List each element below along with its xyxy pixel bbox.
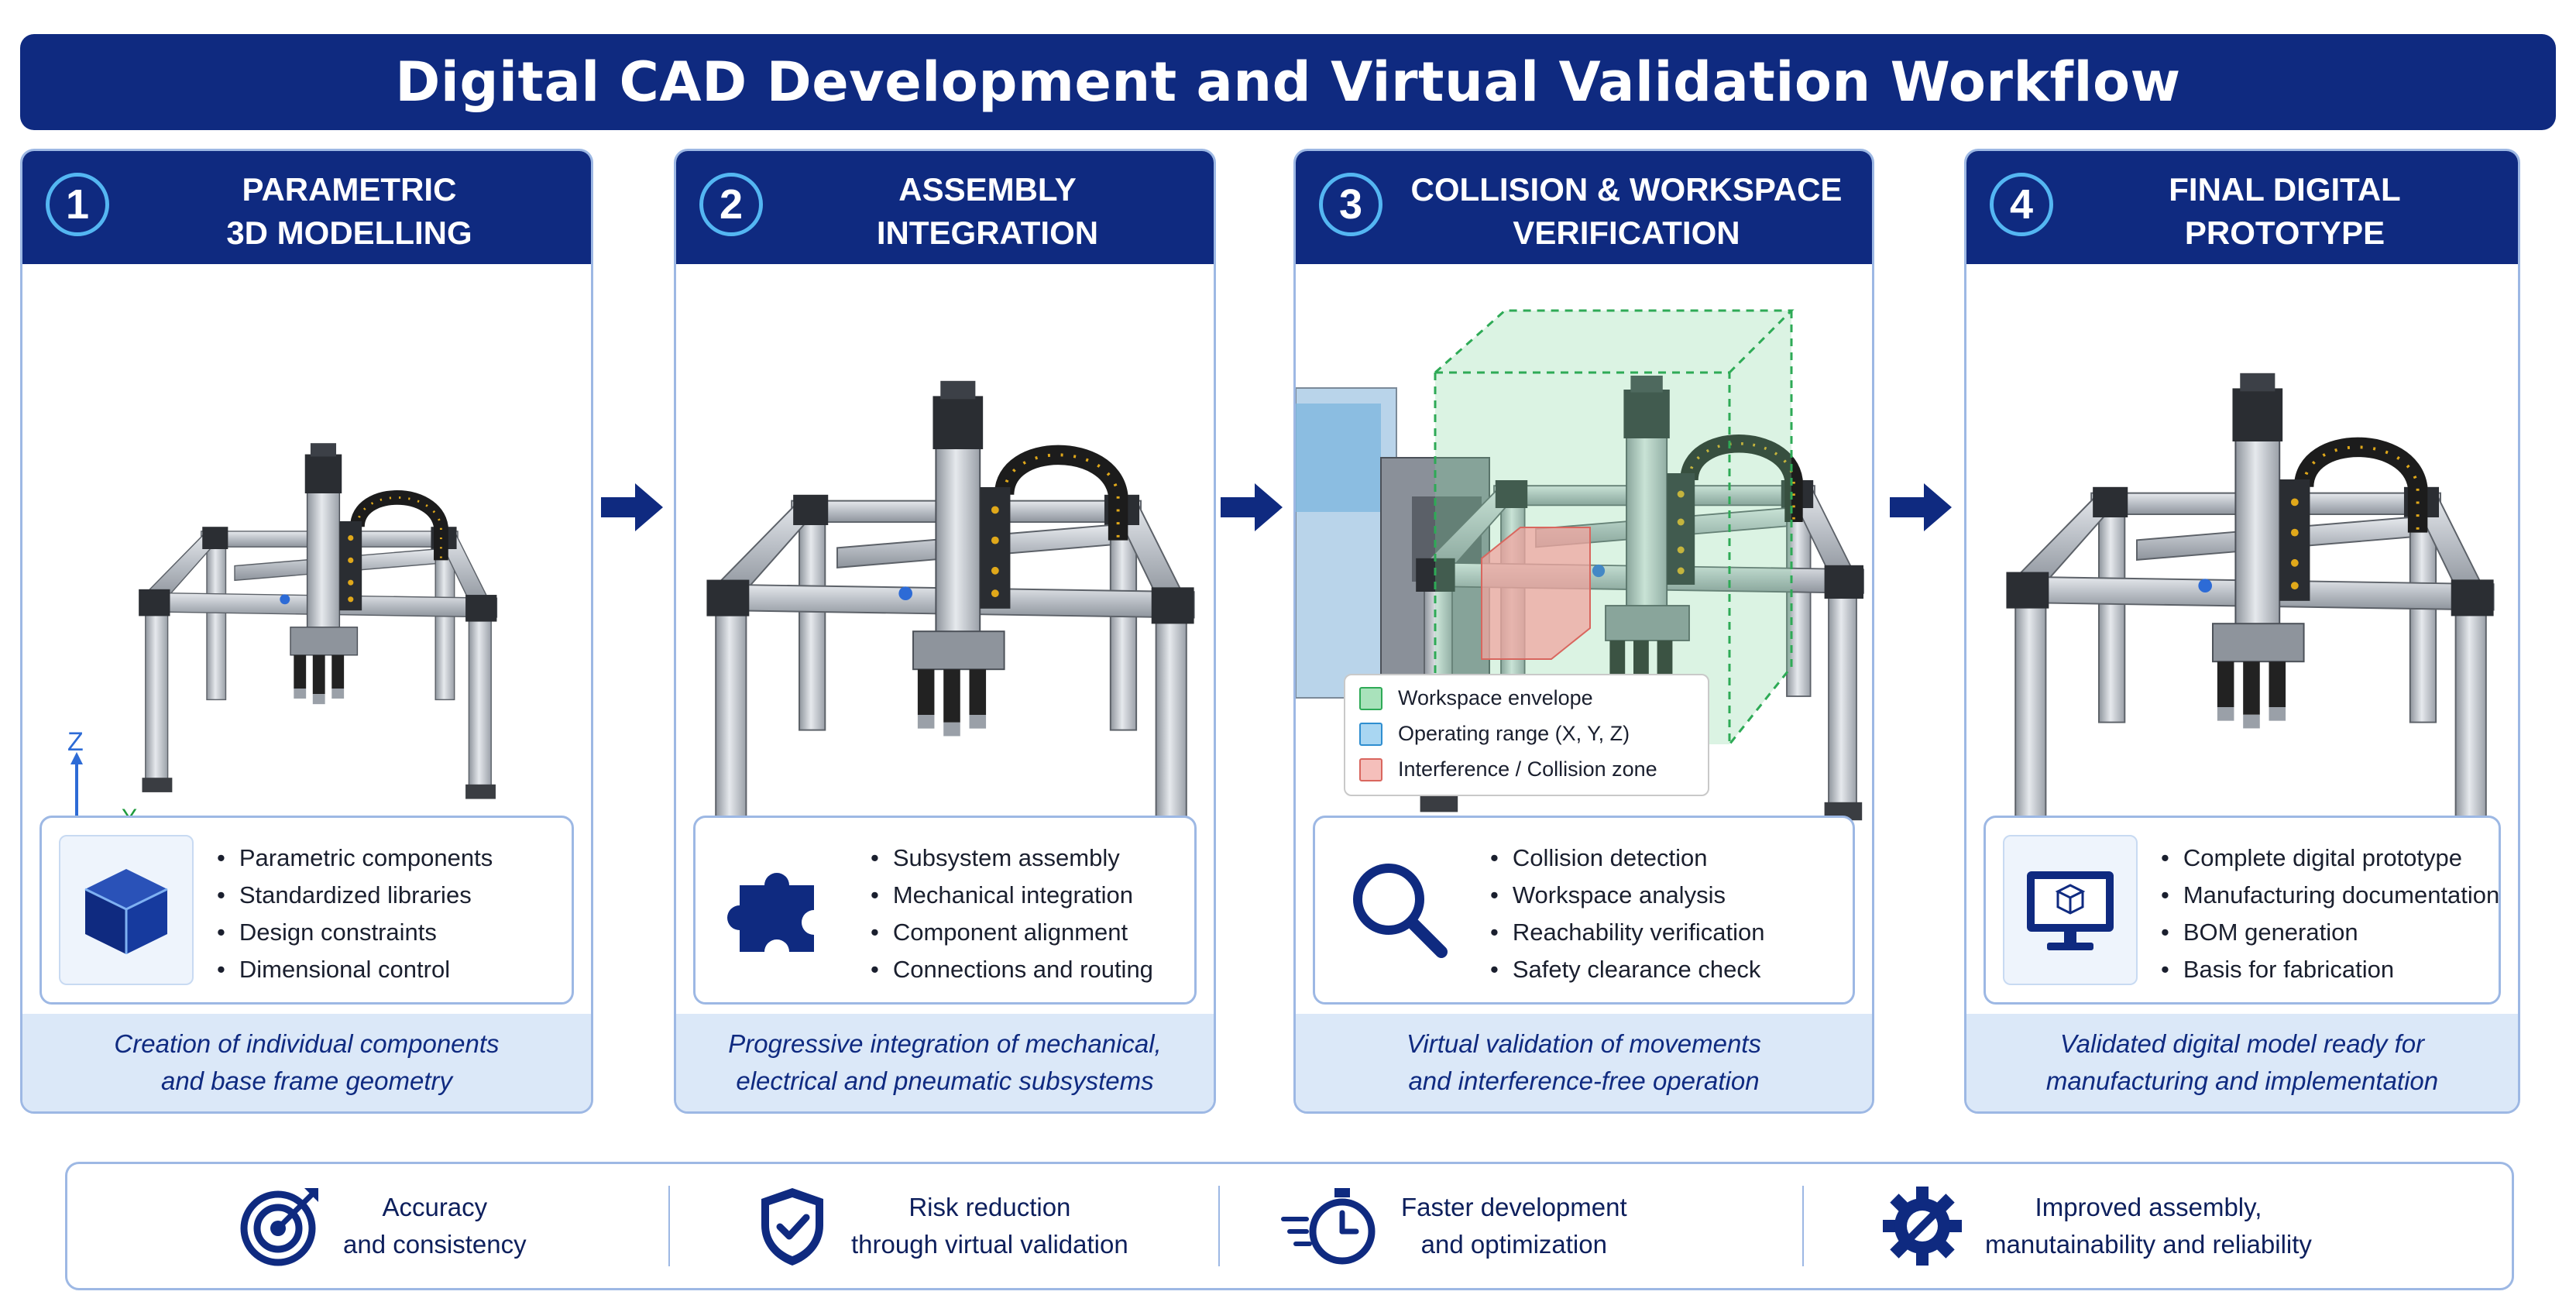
step-header: 3 COLLISION & WORKSPACE VERIFICATION bbox=[1296, 151, 1872, 264]
legend-item: Operating range (X, Y, Z) bbox=[1359, 722, 1630, 746]
step-number-badge: 2 bbox=[699, 173, 763, 236]
list-item: Mechanical integration bbox=[871, 877, 1153, 914]
legend-label: Workspace envelope bbox=[1398, 686, 1593, 709]
feature-box: Parametric components Standardized libra… bbox=[39, 816, 574, 1005]
feature-box: Subsystem assembly Mechanical integratio… bbox=[693, 816, 1197, 1005]
legend-swatch-blue bbox=[1359, 722, 1382, 746]
step-title: ASSEMBLY INTEGRATION bbox=[876, 171, 1099, 251]
step-number-badge: 4 bbox=[1990, 173, 2053, 236]
feature-box: Collision detection Workspace analysis R… bbox=[1313, 816, 1855, 1005]
legend-label: Interference / Collision zone bbox=[1398, 757, 1657, 781]
list-item: Design constraints bbox=[217, 914, 493, 951]
step-card-4: 4 FINAL DIGITAL PROTOTYPE Complete digit… bbox=[1964, 149, 2520, 1114]
shield-check-icon bbox=[761, 1188, 823, 1266]
legend-label: Operating range (X, Y, Z) bbox=[1398, 722, 1630, 745]
list-item: Standardized libraries bbox=[217, 877, 493, 914]
monitor-icon bbox=[2003, 835, 2138, 985]
step-caption: Creation of individual components and ba… bbox=[114, 1029, 500, 1095]
list-item: Connections and routing bbox=[871, 951, 1153, 988]
page-title: Digital CAD Development and Virtual Vali… bbox=[395, 50, 2181, 114]
feature-list: Complete digital prototype Manufacturing… bbox=[2161, 840, 2499, 988]
benefit-label: Faster development and optimization bbox=[1401, 1193, 1627, 1259]
arrow-right-icon bbox=[601, 483, 663, 531]
list-item: Dimensional control bbox=[217, 951, 493, 988]
benefit-divider bbox=[1218, 1186, 1220, 1266]
list-item: Safety clearance check bbox=[1490, 951, 1765, 988]
list-item: Workspace analysis bbox=[1490, 877, 1765, 914]
gear-icon bbox=[1883, 1187, 1962, 1266]
benefit-item: Faster development and optimization bbox=[1280, 1164, 1627, 1288]
step-header: 1 PARAMETRIC 3D MODELLING bbox=[22, 151, 591, 264]
legend-swatch-green bbox=[1359, 686, 1382, 710]
benefit-label: Improved assembly, manutainability and r… bbox=[1985, 1193, 2312, 1259]
title-banner: Digital CAD Development and Virtual Vali… bbox=[20, 34, 2556, 130]
benefit-divider bbox=[668, 1186, 670, 1266]
step-card-2: 2 ASSEMBLY INTEGRATION Subsystem assembl… bbox=[674, 149, 1216, 1114]
axis-z-label: Z bbox=[67, 727, 84, 757]
step-caption: Validated digital model ready for manufa… bbox=[2045, 1029, 2439, 1095]
step-caption-area: Progressive integration of mechanical, e… bbox=[676, 1014, 1214, 1111]
benefit-item: Accuracy and consistency bbox=[238, 1164, 527, 1288]
feature-list: Subsystem assembly Mechanical integratio… bbox=[871, 840, 1153, 988]
list-item: Parametric components bbox=[217, 840, 493, 877]
list-item: Subsystem assembly bbox=[871, 840, 1153, 877]
legend-swatch-red bbox=[1359, 757, 1382, 781]
list-item: Basis for fabrication bbox=[2161, 951, 2499, 988]
feature-list: Collision detection Workspace analysis R… bbox=[1490, 840, 1765, 988]
benefit-label: Risk reduction through virtual validatio… bbox=[851, 1193, 1128, 1259]
arrow-right-icon bbox=[1221, 483, 1283, 531]
list-item: BOM generation bbox=[2161, 914, 2499, 951]
step-title: COLLISION & WORKSPACE VERIFICATION bbox=[1410, 171, 1843, 251]
list-item: Component alignment bbox=[871, 914, 1153, 951]
step-title: PARAMETRIC 3D MODELLING bbox=[226, 171, 472, 251]
list-item: Manufacturing documentation bbox=[2161, 877, 2499, 914]
benefit-item: Improved assembly, manutainability and r… bbox=[1880, 1164, 2312, 1288]
magnifier-icon bbox=[1332, 835, 1464, 982]
list-item: Complete digital prototype bbox=[2161, 840, 2499, 877]
arrow-right-icon bbox=[1890, 483, 1952, 531]
collision-legend: Workspace envelope Operating range (X, Y… bbox=[1344, 674, 1709, 796]
legend-item: Interference / Collision zone bbox=[1359, 757, 1657, 781]
step-caption-area: Validated digital model ready for manufa… bbox=[1966, 1014, 2518, 1111]
benefits-bar: Accuracy and consistency Risk reduction … bbox=[65, 1162, 2514, 1290]
step-card-3: 3 COLLISION & WORKSPACE VERIFICATION bbox=[1293, 149, 1874, 1114]
step-header: 4 FINAL DIGITAL PROTOTYPE bbox=[1966, 151, 2518, 264]
cube-icon bbox=[59, 835, 194, 985]
step-card-1: 1 PARAMETRIC 3D MODELLING Z Y Y X bbox=[20, 149, 593, 1114]
step-caption: Progressive integration of mechanical, e… bbox=[728, 1029, 1162, 1095]
list-item: Reachability verification bbox=[1490, 914, 1765, 951]
step-caption: Virtual validation of movements and inte… bbox=[1406, 1029, 1761, 1095]
benefit-item: Risk reduction through virtual validatio… bbox=[754, 1164, 1128, 1288]
feature-box: Complete digital prototype Manufacturing… bbox=[1984, 816, 2501, 1005]
feature-list: Parametric components Standardized libra… bbox=[217, 840, 493, 988]
step-caption-area: Creation of individual components and ba… bbox=[22, 1014, 591, 1111]
benefit-label: Accuracy and consistency bbox=[343, 1193, 527, 1259]
step-caption-area: Virtual validation of movements and inte… bbox=[1296, 1014, 1872, 1111]
step-title: FINAL DIGITAL PROTOTYPE bbox=[2169, 171, 2401, 251]
legend-item: Workspace envelope bbox=[1359, 686, 1593, 710]
benefit-divider bbox=[1802, 1186, 1804, 1266]
stopwatch-icon bbox=[1281, 1188, 1376, 1265]
step-header: 2 ASSEMBLY INTEGRATION bbox=[676, 151, 1214, 264]
step-number-badge: 1 bbox=[46, 173, 109, 236]
list-item: Collision detection bbox=[1490, 840, 1765, 877]
target-icon bbox=[240, 1188, 318, 1266]
step-number-badge: 3 bbox=[1319, 173, 1382, 236]
puzzle-icon bbox=[713, 835, 844, 982]
